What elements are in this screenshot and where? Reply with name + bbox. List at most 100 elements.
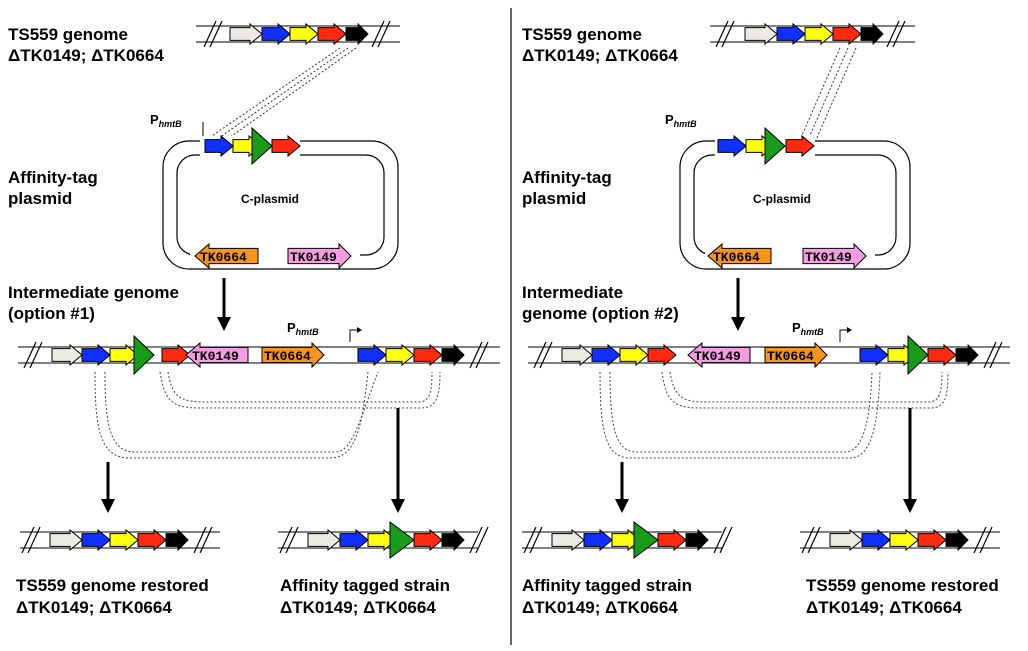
left-top-genome-title: TS559 genome (8, 25, 128, 44)
affinity-tag-icon (907, 334, 929, 376)
break-mark (469, 526, 483, 554)
right-crossover-line (815, 47, 857, 141)
gene-offwhite-arrow (551, 528, 585, 552)
left-plasmid-name: C-plasmid (241, 192, 299, 206)
gene-tk0664-label: TK0664 (713, 250, 760, 265)
break-mark (199, 526, 213, 554)
break-mark (719, 526, 733, 554)
break-mark (469, 341, 483, 369)
break-mark (371, 20, 385, 48)
gene-blue-arrow (261, 22, 291, 46)
break-mark (475, 341, 489, 369)
right-restored-track (800, 526, 1000, 554)
gene-black-arrow (685, 528, 709, 552)
left-intermediate-promoter: PhmtB (287, 320, 319, 337)
break-mark (989, 341, 1003, 369)
left-plasmid-label-2: plasmid (8, 189, 72, 208)
gene-yellow-arrow (385, 343, 415, 367)
gene-blue-arrow (717, 134, 747, 158)
gene-red-arrow (832, 22, 862, 46)
right-result-1-title: Affinity tagged strain (522, 576, 692, 595)
right-intermediate-label-2: genome (option #2) (522, 304, 679, 323)
gene-black-arrow (945, 528, 969, 552)
break-mark (979, 526, 993, 554)
left-promoter-label: PhmtB (150, 112, 182, 129)
left-tagged-track (278, 521, 489, 559)
gene-red-arrow (161, 343, 191, 367)
left-crossover-line (225, 47, 357, 141)
gene-offwhite-arrow (49, 528, 83, 552)
affinity-tag-icon (764, 126, 786, 166)
gene-offwhite-arrow (744, 22, 778, 46)
break-mark (21, 526, 35, 554)
left-intermediate-label-1: Intermediate genome (8, 283, 179, 302)
gene-tk0664-arrow (707, 242, 772, 270)
gene-tk0149-arrow (687, 341, 751, 369)
right-result-arrowhead-1 (615, 499, 629, 513)
right-plasmid-name: C-plasmid (753, 192, 811, 206)
gene-tk0664-arrow (261, 341, 325, 369)
break-mark (475, 526, 489, 554)
gene-red-arrow (785, 134, 815, 158)
gene-offwhite-arrow (307, 528, 341, 552)
left-loop-inner-2 (167, 371, 433, 403)
right-transcription-arrowhead (847, 327, 852, 333)
break-mark (523, 526, 537, 554)
right-intermediate-promoter: PhmtB (792, 320, 824, 337)
right-result-2-title: TS559 genome restored (806, 576, 999, 595)
gene-red-arrow (657, 528, 687, 552)
affinity-tag-icon (251, 126, 273, 166)
right-top-genome-track (710, 20, 915, 48)
gene-tk0664-label: TK0664 (264, 349, 311, 364)
break-mark (886, 20, 900, 48)
break-mark (721, 20, 735, 48)
break-mark (27, 526, 41, 554)
gene-red-arrow (413, 343, 443, 367)
left-top-genome-subtitle: ΔTK0149; ΔTK0664 (8, 46, 164, 65)
affinity-tag-icon (389, 521, 415, 559)
gene-yellow-arrow (804, 22, 834, 46)
gene-blue-arrow (81, 343, 111, 367)
right-result-2-subtitle: ΔTK0149; ΔTK0664 (806, 598, 962, 617)
left-transcription-start (349, 329, 358, 342)
break-mark (285, 526, 299, 554)
gene-yellow-arrow (289, 22, 319, 46)
gene-red-arrow (647, 343, 677, 367)
gene-tk0149-label: TK0149 (290, 250, 337, 265)
gene-tk0149-label: TK0149 (192, 349, 239, 364)
break-mark (983, 341, 997, 369)
gene-tk0149-arrow (287, 242, 352, 270)
break-mark (713, 526, 727, 554)
gene-blue-arrow (204, 134, 234, 158)
gene-tk0149-label: TK0149 (805, 250, 852, 265)
gene-red-arrow (927, 343, 957, 367)
gene-tk0664-label: TK0664 (767, 349, 814, 364)
break-mark (715, 20, 729, 48)
left-panel: TS559 genome ΔTK0149; ΔTK0664 PhmtB TK06… (8, 20, 500, 617)
break-mark (377, 20, 391, 48)
break-mark (529, 526, 543, 554)
gene-blue-arrow (81, 528, 111, 552)
right-loop-outer-2 (609, 371, 873, 453)
right-crossover-line (807, 47, 849, 141)
gene-offwhite-arrow (561, 343, 593, 367)
break-mark (29, 341, 43, 369)
break-mark (23, 341, 37, 369)
right-loop-outer (599, 371, 881, 459)
gene-black-arrow (441, 528, 465, 552)
right-panel: TS559 genome ΔTK0149; ΔTK0664 PhmtB TK06… (522, 20, 1010, 617)
left-crossover-line (205, 47, 341, 141)
gene-black-arrow (441, 343, 465, 367)
right-crossover-line (799, 47, 841, 141)
gene-blue-arrow (776, 22, 806, 46)
break-mark (801, 526, 815, 554)
left-result-1-subtitle: ΔTK0149; ΔTK0664 (16, 598, 172, 617)
right-loop-inner (661, 371, 949, 409)
gene-blue-arrow (859, 343, 889, 367)
right-top-genome-subtitle: ΔTK0149; ΔTK0664 (522, 46, 678, 65)
gene-tk0664-arrow (194, 242, 259, 270)
gene-tk0664-arrow (764, 341, 828, 369)
